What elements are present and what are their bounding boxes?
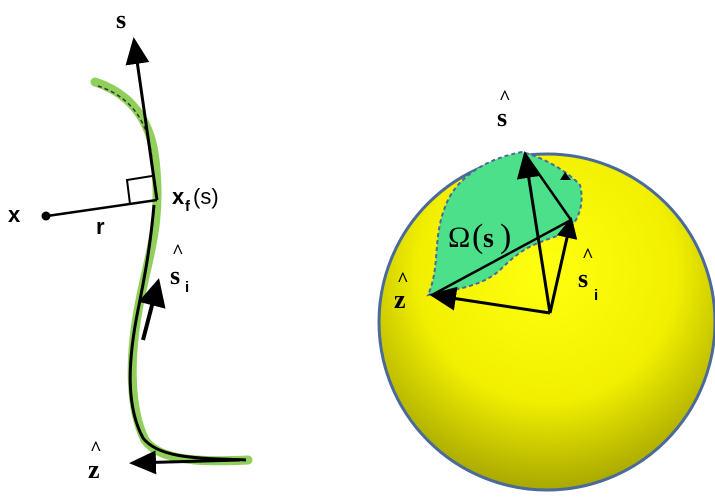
r-distance-line [46,198,158,218]
s-hat-hat: ^ [499,87,511,109]
s-hat-label: s [497,103,507,132]
z-label-left: z [88,455,100,484]
omega-patch [426,150,583,297]
omega-arg: s [483,223,494,254]
edge-si-z [431,218,572,297]
s-axis-label: s [116,5,126,34]
omega-label: Ω [448,221,470,254]
patch-edge-arrow [560,172,571,180]
z-hat-label: z [394,285,406,314]
left-panel: s x r x f (s) ^ s i ^ z [8,5,253,484]
si-hat-subscript: i [594,287,598,304]
right-angle-marker [125,175,153,205]
z-hat-hat: ^ [397,269,409,291]
tangent-si-arrow [138,278,166,341]
distance-r-label: r [96,214,105,239]
z-hat-left: ^ [90,438,102,460]
omega-open-paren: ( [472,218,483,255]
filament-centerline [128,204,247,462]
omega-close-paren: ) [500,218,511,255]
tangent-si-subscript: i [185,279,189,296]
foot-point-label: x [172,184,185,209]
filament-dashed-segment [97,85,153,161]
edge-s-si [523,153,573,221]
tangent-si-hat: ^ [172,241,184,263]
point-x-label: x [8,202,21,227]
point-x-dot [41,211,51,221]
si-hat-label: s [578,264,588,293]
tangent-si-label: s [170,261,180,290]
right-panel: ^ s Ω ( s ) ^ s i ^ z [377,87,715,492]
z-arrow-left [129,450,241,475]
si-hat-hat: ^ [582,245,594,267]
foot-point-argument: (s) [193,184,219,209]
s-hat-arrow [516,151,552,314]
z-hat-arrow [429,286,551,315]
s-axis-arrow [125,37,159,201]
si-hat-arrow [548,217,578,314]
foot-point-subscript: f [185,198,191,215]
